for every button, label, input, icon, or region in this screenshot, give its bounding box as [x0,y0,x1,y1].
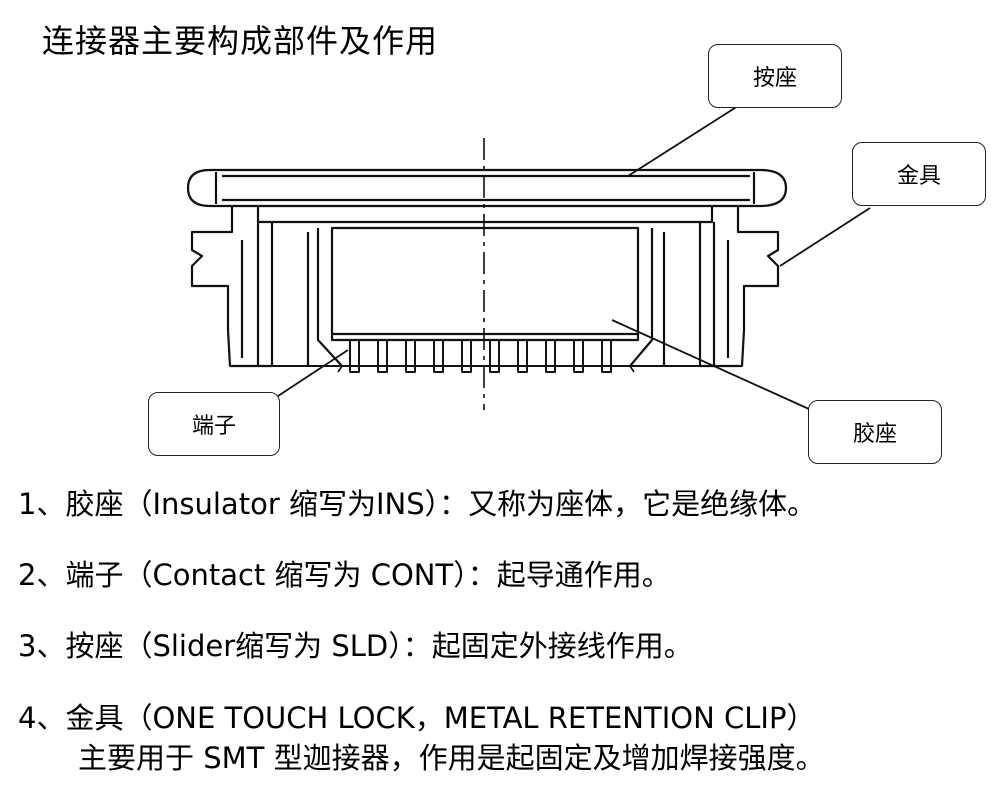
inner-housing [272,220,700,367]
insulator-body [330,226,640,342]
callout-metal-clip-label: 金具 [896,164,941,189]
callout-contact-label: 端子 [191,414,236,439]
callout-insulator-label: 胶座 [852,422,897,447]
callout-slider: 按座 [708,44,842,108]
connector-diagram [186,91,871,415]
page-title: 连接器主要构成部件及作用 [42,22,439,60]
item-insulator: 1、胶座（Insulator 缩写为INS）：又称为座体，它是绝缘体。 [18,487,817,521]
leader-lines [277,91,871,415]
slider-bar [186,168,788,208]
item-contact: 2、端子（Contact 缩写为 CONT）：起导通作用。 [18,558,671,592]
callout-metal-clip: 金具 [852,142,986,206]
callout-slider-label: 按座 [752,66,797,91]
left-housing-wall [190,206,274,368]
callout-contact: 端子 [148,392,280,456]
item-metal-clip-detail: 主要用于 SMT 型迦接器，作用是起固定及增加焊接强度。 [78,741,825,775]
item-slider: 3、按座（Slider缩写为 SLD）：起固定外接线作用。 [18,629,693,663]
item-metal-clip: 4、金具（ONE TOUCH LOCK，METAL RETENTION CLIP… [18,701,816,735]
callout-insulator: 胶座 [808,400,942,464]
contact-pins [349,339,612,373]
right-housing-wall [698,206,780,368]
